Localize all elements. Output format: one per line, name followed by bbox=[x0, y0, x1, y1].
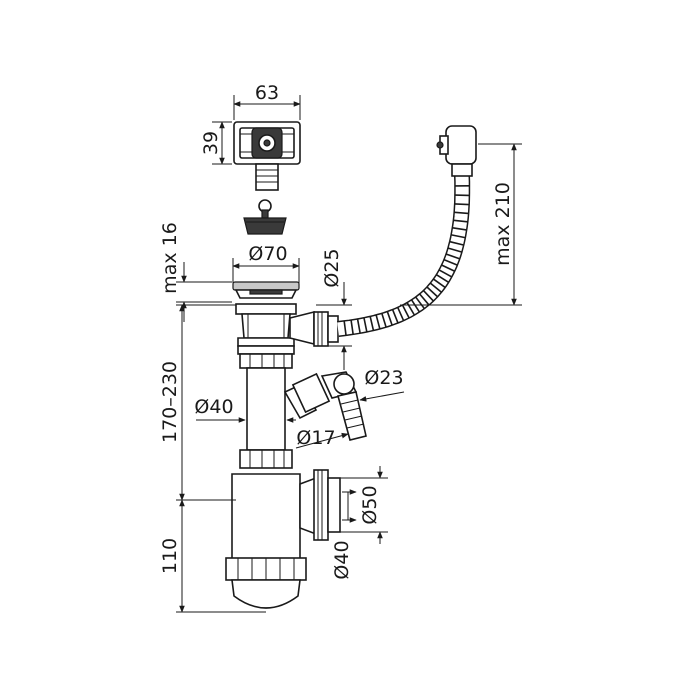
dimension-dia-23: Ø23 bbox=[359, 367, 405, 402]
hose-rib bbox=[401, 304, 410, 319]
vertical-tube bbox=[237, 345, 295, 469]
label-dia-25: Ø25 bbox=[321, 248, 343, 287]
label-dia-40-outlet: Ø40 bbox=[331, 540, 353, 579]
hose-rib bbox=[397, 307, 405, 321]
dimension-dia-50: Ø50 bbox=[340, 466, 388, 544]
dimension-length-110: 110 bbox=[159, 499, 266, 613]
overflow-hose bbox=[337, 175, 471, 337]
hose-rib bbox=[454, 203, 469, 206]
dimension-width-63: 63 bbox=[233, 82, 301, 120]
label-dia-70: Ø70 bbox=[248, 243, 287, 265]
label-max-210: max 210 bbox=[492, 182, 514, 266]
hose-rib bbox=[446, 253, 460, 260]
appliance-connector bbox=[283, 371, 367, 441]
hose-rib bbox=[375, 314, 381, 329]
hose-rib bbox=[369, 316, 375, 331]
hose-rib bbox=[443, 259, 458, 266]
label-39: 39 bbox=[200, 131, 222, 155]
overflow-grate bbox=[233, 121, 301, 191]
label-dia-23: Ø23 bbox=[364, 367, 403, 389]
dimension-height-39: 39 bbox=[200, 121, 232, 165]
hose-rib bbox=[391, 309, 399, 324]
label-170-230: 170–230 bbox=[159, 361, 181, 443]
hose-rib bbox=[419, 293, 430, 306]
hose-rib bbox=[449, 240, 464, 246]
dimension-dia-17: Ø17 bbox=[295, 427, 349, 449]
dimension-dia-70: Ø70 bbox=[232, 243, 300, 284]
dimension-dia-40-outlet: Ø40 bbox=[331, 489, 357, 580]
hose-rib bbox=[438, 269, 452, 278]
overflow-head bbox=[436, 125, 477, 177]
label-63: 63 bbox=[255, 82, 279, 104]
hose-rib bbox=[436, 274, 449, 283]
hose-rib bbox=[350, 320, 354, 335]
sink-plug bbox=[243, 199, 287, 235]
hose-rib bbox=[423, 290, 434, 302]
label-110: 110 bbox=[159, 538, 181, 574]
overflow-connector bbox=[289, 310, 339, 347]
label-max-16: max 16 bbox=[159, 222, 181, 294]
hose-rib bbox=[454, 211, 469, 215]
hose-rib bbox=[451, 234, 466, 239]
hose-rib bbox=[441, 264, 455, 272]
dimension-max-16: max 16 bbox=[159, 222, 232, 322]
hose-rib bbox=[386, 311, 393, 326]
hose-rib bbox=[381, 313, 387, 328]
hose-rib bbox=[363, 317, 368, 332]
hose-rib bbox=[415, 296, 425, 309]
hose-rib bbox=[411, 299, 420, 313]
strainer-flange bbox=[232, 281, 300, 347]
dimension-dia-40-tube: Ø40 bbox=[194, 396, 296, 423]
hose-rib bbox=[356, 319, 361, 334]
hose-rib bbox=[447, 247, 462, 253]
hose-rib bbox=[426, 286, 438, 298]
label-dia-17: Ø17 bbox=[296, 427, 335, 449]
bottle-trap bbox=[225, 469, 341, 609]
hose-outline bbox=[337, 175, 471, 337]
hose-rib bbox=[429, 282, 442, 293]
label-dia-50: Ø50 bbox=[359, 485, 381, 524]
dimension-range-170-230: 170–230 bbox=[159, 304, 236, 501]
dimension-dia-25: Ø25 bbox=[316, 248, 352, 370]
hose-rib bbox=[433, 278, 446, 288]
hose-rib bbox=[453, 219, 468, 223]
dimension-max-210: max 210 bbox=[400, 143, 522, 306]
label-dia-40-tube: Ø40 bbox=[194, 396, 233, 418]
hose-rib bbox=[452, 227, 467, 231]
hose-rib bbox=[343, 321, 347, 336]
